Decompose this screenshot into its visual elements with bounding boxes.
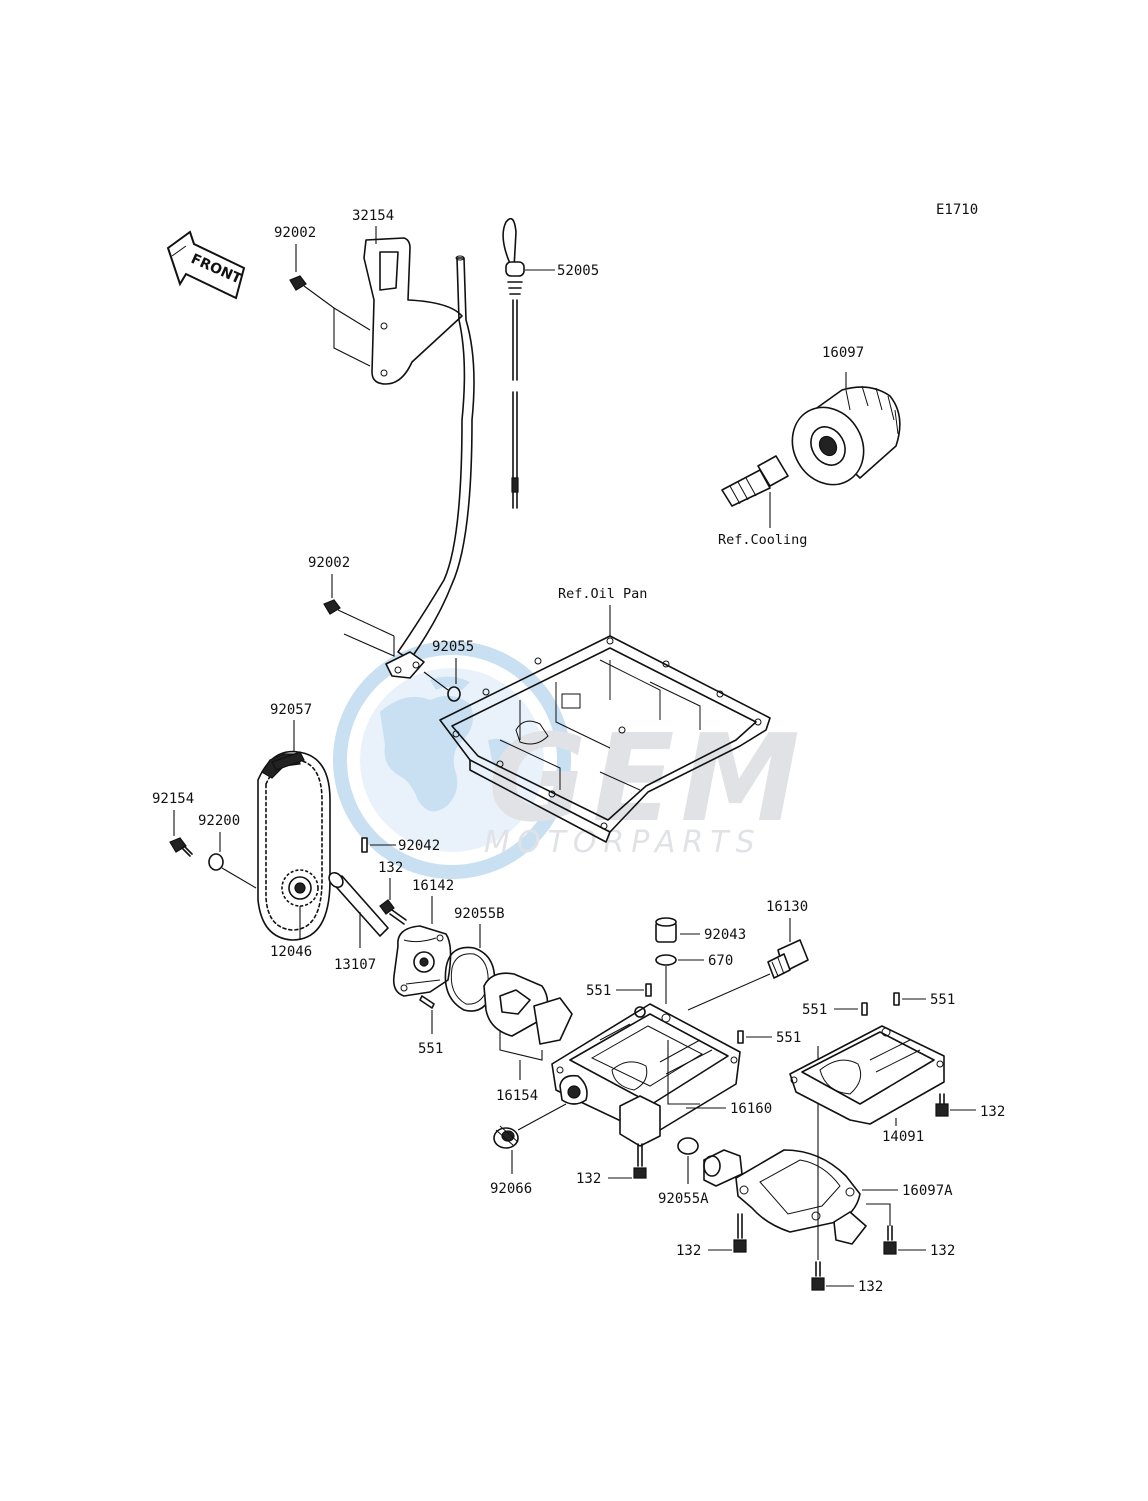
label-132-a: 132 bbox=[378, 860, 403, 876]
pin-551-e bbox=[893, 992, 900, 1006]
label-551-e: 551 bbox=[930, 992, 955, 1008]
label-32154: 32154 bbox=[352, 208, 394, 224]
label-551-b: 551 bbox=[586, 983, 611, 999]
sprocket-12046 bbox=[281, 869, 319, 940]
watermark-brand: GEM bbox=[488, 710, 806, 849]
label-16130: 16130 bbox=[766, 899, 808, 915]
oil-pipe-bracket bbox=[363, 237, 463, 385]
label-14091: 14091 bbox=[882, 1129, 924, 1145]
label-92154: 92154 bbox=[152, 791, 194, 807]
bolt-132-e bbox=[866, 1203, 926, 1255]
label-92055B: 92055B bbox=[454, 906, 505, 922]
label-132-d: 132 bbox=[676, 1243, 701, 1259]
watermark-tagline: MOTORPARTS bbox=[484, 825, 762, 860]
pin-551-d bbox=[861, 1002, 868, 1016]
pin-551-b bbox=[645, 983, 652, 997]
globe-icon bbox=[333, 641, 571, 879]
label-92055: 92055 bbox=[432, 639, 474, 655]
bolt-132-d bbox=[708, 1213, 747, 1253]
oring-92055 bbox=[447, 686, 461, 702]
pin-92042 bbox=[361, 837, 396, 853]
label-52005: 52005 bbox=[557, 263, 599, 279]
plug-92066 bbox=[493, 1103, 567, 1174]
ref-cooling: Ref.Cooling bbox=[718, 532, 807, 548]
oil-pipe bbox=[385, 255, 475, 679]
dipstick bbox=[502, 217, 555, 509]
filter-fitting bbox=[721, 455, 789, 528]
label-16142: 16142 bbox=[412, 878, 454, 894]
relief-valve-16130 bbox=[767, 939, 809, 979]
oring-92055A bbox=[677, 1137, 699, 1155]
label-92002-lower: 92002 bbox=[308, 555, 350, 571]
bolt-92154 bbox=[169, 837, 193, 857]
front-arrow-icon: FRONT bbox=[166, 230, 246, 300]
label-92055A: 92055A bbox=[658, 1191, 709, 1207]
collar-92043 bbox=[655, 917, 700, 943]
bolt-132-a bbox=[379, 899, 407, 925]
label-670: 670 bbox=[708, 953, 733, 969]
label-16097: 16097 bbox=[822, 345, 864, 361]
label-12046: 12046 bbox=[270, 944, 312, 960]
label-16097A: 16097A bbox=[902, 1183, 953, 1199]
bolt-92002-top bbox=[289, 275, 371, 367]
label-92057: 92057 bbox=[270, 702, 312, 718]
oil-strainer-16097A bbox=[703, 1149, 898, 1245]
pump-cover-14091 bbox=[789, 1025, 945, 1126]
label-92066: 92066 bbox=[490, 1181, 532, 1197]
ref-oil-pan: Ref.Oil Pan bbox=[558, 586, 647, 602]
label-13107: 13107 bbox=[334, 957, 376, 973]
label-132-f: 132 bbox=[858, 1279, 883, 1295]
pump-housing-16160 bbox=[551, 1003, 741, 1147]
oil-pump-body bbox=[392, 925, 452, 997]
pin-551-c bbox=[737, 1030, 744, 1044]
label-132-e: 132 bbox=[930, 1243, 955, 1259]
washer-92200 bbox=[208, 853, 224, 871]
label-92200: 92200 bbox=[198, 813, 240, 829]
shaft-13107 bbox=[328, 871, 389, 948]
pin-551-pump bbox=[419, 995, 435, 1034]
label-16160: 16160 bbox=[730, 1101, 772, 1117]
label-92002-top: 92002 bbox=[274, 225, 316, 241]
drive-chain bbox=[257, 750, 331, 941]
label-132-c: 132 bbox=[980, 1104, 1005, 1120]
label-551-c: 551 bbox=[776, 1030, 801, 1046]
label-551-d: 551 bbox=[802, 1002, 827, 1018]
oil-filter bbox=[791, 372, 901, 486]
label-132-b: 132 bbox=[576, 1171, 601, 1187]
label-16154: 16154 bbox=[496, 1088, 538, 1104]
oil-pan bbox=[439, 635, 771, 843]
label-551-a: 551 bbox=[418, 1041, 443, 1057]
label-92042: 92042 bbox=[398, 838, 440, 854]
oring-670 bbox=[655, 954, 677, 966]
bolt-132-c bbox=[935, 1093, 976, 1117]
watermark: GEM MOTORPARTS bbox=[333, 641, 806, 879]
bolt-92002-lower bbox=[323, 599, 395, 657]
diagram-code: E1710 bbox=[936, 202, 978, 218]
label-92043: 92043 bbox=[704, 927, 746, 943]
bolt-132-b bbox=[608, 1143, 647, 1179]
rotor-set-16154 bbox=[483, 972, 573, 1080]
